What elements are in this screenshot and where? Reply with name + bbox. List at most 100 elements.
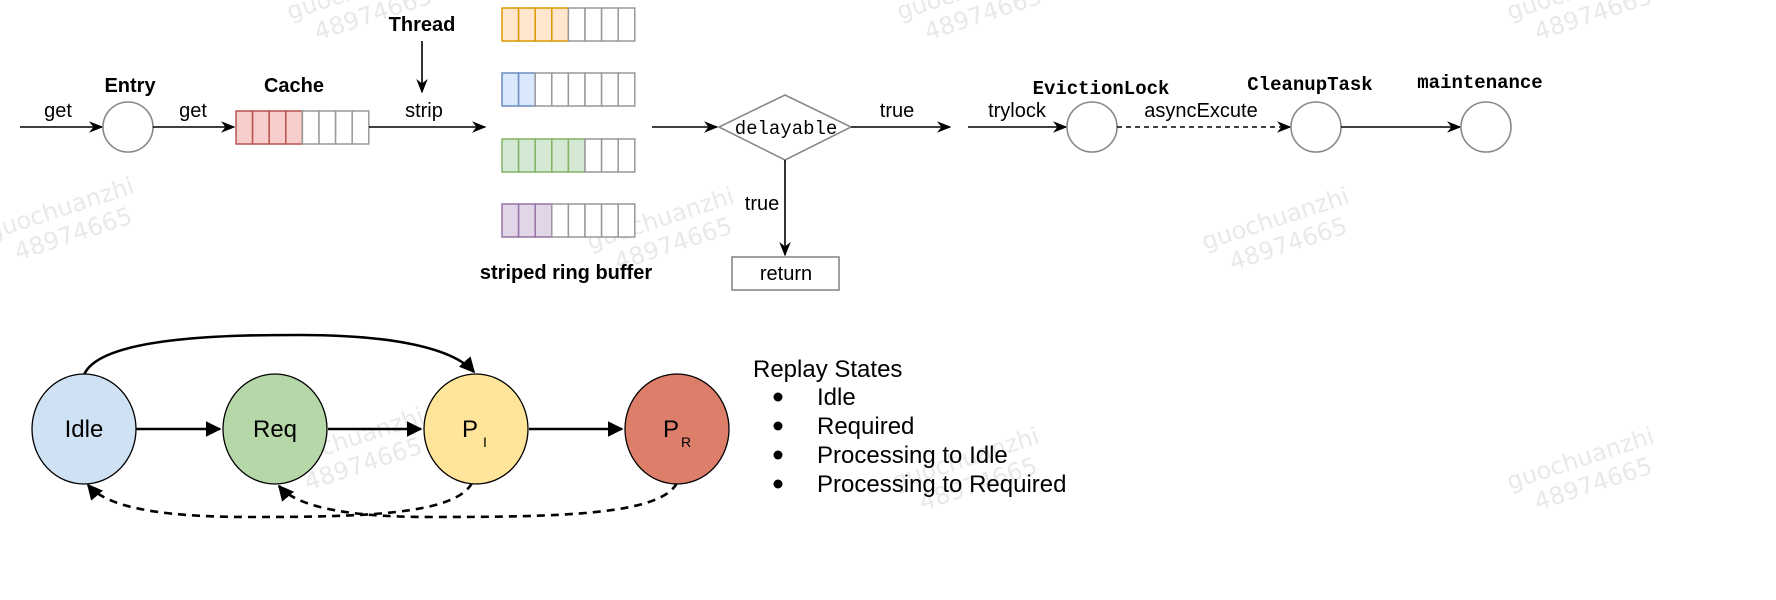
entry-label: Entry [104,75,156,97]
buffer-slot-filled [501,138,520,173]
striped-ring-buffer-label: striped ring buffer [480,262,652,284]
state-label: Req [253,416,297,443]
buffer-slot-filled [517,7,536,42]
buffer-slot-empty [584,203,603,238]
cache-label: Cache [264,75,324,97]
flow-diagram: get Entry get Cache Thread strip striped… [20,7,1543,291]
buffer-slot-empty [301,110,320,145]
legend-title: Replay States [753,356,902,383]
buffer-slot-filled [567,138,586,173]
ring-buffer-3 [501,138,636,173]
buffer-slot-filled [235,110,254,145]
cache-buffer [235,110,370,145]
buffer-slot-empty [551,203,570,238]
buffer-slot-empty [534,72,553,107]
buffer-slot-empty [584,7,603,42]
cleanup-task-node[interactable] [1290,101,1342,153]
legend-item: Idle [817,384,856,411]
buffer-slot-filled [517,203,536,238]
buffer-slot-filled [517,138,536,173]
true-right-label: true [880,100,914,122]
buffer-slot-filled [501,7,520,42]
idle-to-pi-arrow [82,333,476,376]
ring-buffer-2 [501,72,636,107]
buffer-slot-empty [617,72,636,107]
buffer-slot-filled [517,72,536,107]
buffer-slot-empty [600,7,619,42]
maintenance-node[interactable] [1460,101,1512,153]
state-label: P [663,416,679,443]
bullet-icon [773,479,783,489]
cleanup-task-label: CleanupTask [1247,74,1372,96]
cache-slots [235,110,370,145]
get-in-label: get [44,100,72,122]
state-node-idle[interactable]: Idle [31,373,137,485]
bullet-icon [773,392,783,402]
buffer-slot-filled [534,203,553,238]
buffer-slot-filled [534,138,553,173]
state-subscript: R [681,434,691,450]
buffer-slot-filled [551,138,570,173]
buffer-slot-filled [501,72,520,107]
legend-item: Processing to Idle [817,442,1008,469]
buffer-slot-empty [351,110,370,145]
buffer-slot-empty [567,72,586,107]
buffer-slot-empty [617,203,636,238]
trylock-label: trylock [988,100,1047,122]
buffer-slot-empty [584,138,603,173]
state-circle [624,373,730,485]
state-label: P [462,416,478,443]
state-node-req[interactable]: Req [222,373,328,485]
state-circle [31,373,137,485]
buffer-slot-empty [600,203,619,238]
legend-item: Required [817,413,914,440]
buffer-slot-filled [534,7,553,42]
delayable-label: delayable [735,118,838,140]
bullet-icon [773,421,783,431]
buffer-slot-filled [551,7,570,42]
buffer-slot-filled [501,203,520,238]
return-label: return [760,263,812,285]
buffer-slot-empty [600,72,619,107]
ring-buffer-1 [501,7,636,42]
maintenance-label: maintenance [1417,72,1542,94]
thread-label: Thread [389,14,456,36]
async-execute-label: asyncExcute [1144,100,1257,122]
bullet-icon [773,450,783,460]
true-down-label: true [745,193,779,215]
state-circle [423,373,529,485]
buffer-slot-empty [567,7,586,42]
buffer-slot-empty [551,72,570,107]
return-box[interactable] [731,256,840,291]
buffer-slot-empty [584,72,603,107]
buffer-slot-empty [567,203,586,238]
buffer-slot-empty [600,138,619,173]
buffer-slot-empty [334,110,353,145]
ring-buffer-4 [501,203,636,238]
striped-ring-buffers [501,7,636,238]
strip-label: strip [405,100,443,122]
pr-to-req-arrow [277,482,679,519]
buffer-slot-empty [318,110,337,145]
legend-item: Processing to Required [817,471,1066,498]
buffer-slot-filled [285,110,304,145]
get-cache-label: get [179,100,207,122]
state-subscript: I [483,434,487,450]
eviction-lock-label: EvictionLock [1033,78,1170,100]
buffer-slot-filled [268,110,287,145]
eviction-lock-node[interactable] [1066,101,1118,153]
entry-node[interactable] [102,101,154,153]
buffer-slot-empty [617,138,636,173]
pi-to-idle-arrow [86,482,474,519]
buffer-slot-filled [251,110,270,145]
buffer-slot-empty [617,7,636,42]
